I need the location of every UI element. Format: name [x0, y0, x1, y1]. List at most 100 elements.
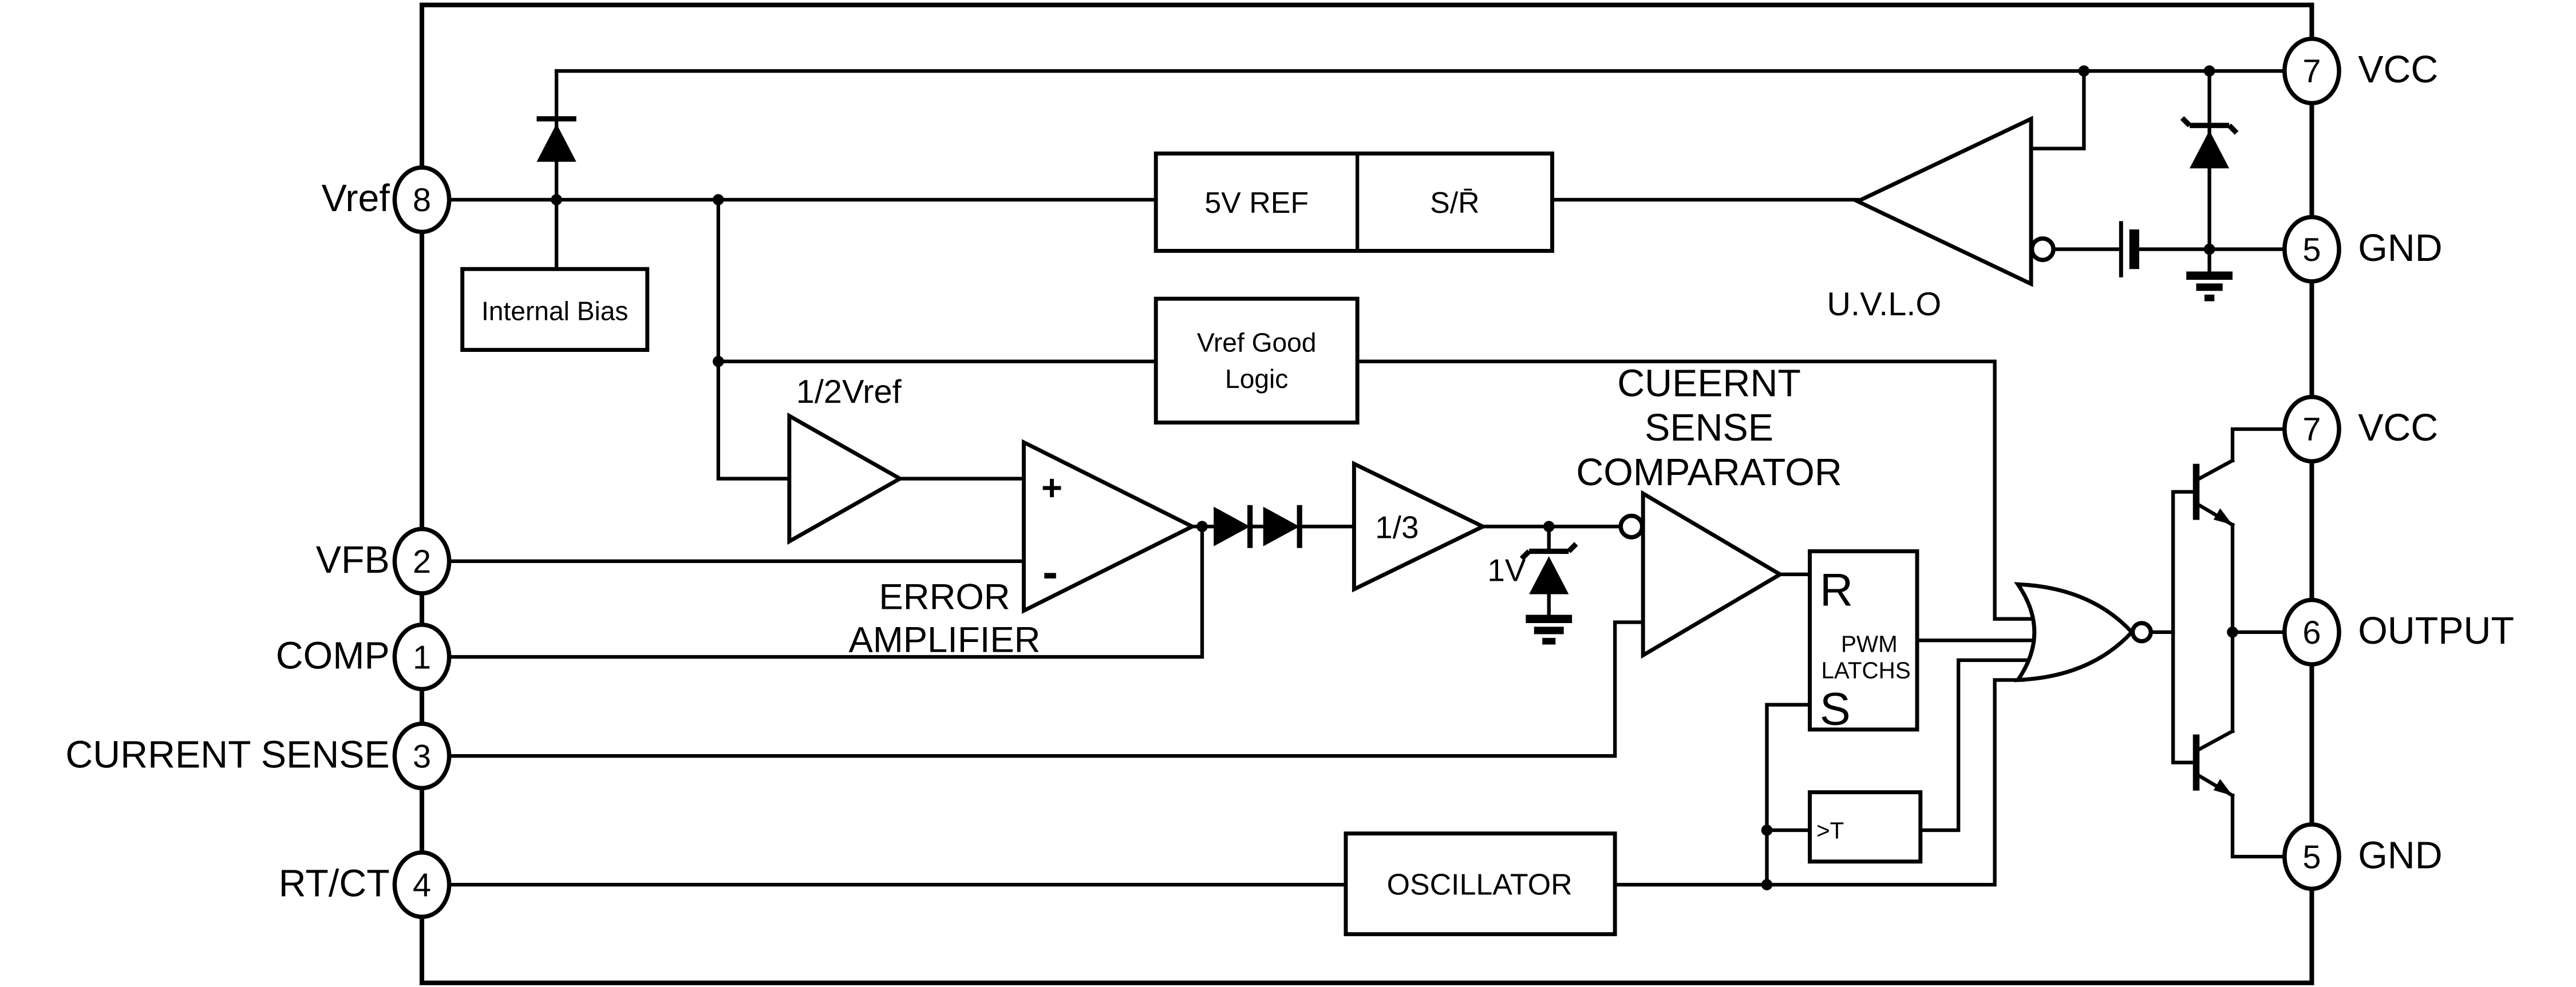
- error-amplifier: + - ERROR AMPLIFIER: [849, 439, 1197, 660]
- pin-circle: [2282, 395, 2341, 463]
- pin-circle: [392, 165, 452, 235]
- pin-1-comp: 1 COMP: [276, 623, 452, 692]
- junction-dot: [1761, 825, 1773, 836]
- half-vref-label: 1/2Vref: [796, 374, 902, 410]
- pin-number: 2: [413, 544, 431, 580]
- block-timing-latch: >T: [1808, 790, 1923, 864]
- zener-diode-icon: [1529, 556, 1569, 594]
- pin-label: OUTPUT: [2358, 610, 2514, 652]
- pwm-latch-r-label: R: [1820, 565, 1853, 616]
- wire-current-sense: [447, 620, 1645, 758]
- wire-output-node: [2230, 523, 2287, 634]
- pin-5-gnd-top: 5 GND: [2282, 215, 2443, 284]
- pin-label: VCC: [2358, 49, 2438, 91]
- uvlo-comparator: U.V.L.O: [1827, 116, 2056, 323]
- pin-number: 4: [413, 867, 431, 903]
- 5v-ref-label: 5V REF: [1204, 187, 1309, 220]
- pin-circle: [392, 623, 452, 692]
- pin-6-output: 6 OUTPUT: [2282, 597, 2514, 667]
- wire-vref-good-output: [1355, 359, 2037, 621]
- chip-outline: [419, 2, 2314, 985]
- wire-lower-emitter-to-gnd: [2230, 794, 2287, 859]
- pin-circle: [2282, 215, 2341, 284]
- junction-dot: [2203, 65, 2215, 77]
- uvlo-triangle-icon: [1853, 116, 2033, 287]
- pin-7-vcc-top: 7 VCC: [2282, 37, 2438, 106]
- pin-circle: [392, 526, 452, 596]
- one-third-label: 1/3: [1375, 509, 1419, 545]
- junction-dot: [2078, 65, 2090, 77]
- nor-gate-bubble-icon: [2130, 621, 2153, 644]
- block-internal-bias: Internal Bias: [460, 267, 650, 352]
- capacitor-uvlo: [2119, 221, 2140, 278]
- diode-icon: [536, 124, 576, 162]
- nor-gate-icon: [2014, 582, 2135, 683]
- pin-number: 5: [2302, 839, 2321, 875]
- wire-uvlo-vcc-sense: [2029, 69, 2086, 150]
- zener-cathode-bar: [2180, 116, 2239, 135]
- diode-vref-to-vcc: [536, 116, 576, 162]
- block-vref-good-logic: Vref Good Logic: [1153, 296, 1360, 425]
- wire-s-input: [1765, 703, 1812, 887]
- timing-box: [1808, 790, 1923, 864]
- vref-good-label-line2: Logic: [1225, 364, 1288, 394]
- zener-voltage-label: 1V: [1487, 552, 1526, 588]
- pin-7-vcc-lower: 7 VCC: [2282, 395, 2438, 463]
- output-transistor-lower: [2192, 728, 2235, 798]
- ground-symbol-zener: [1526, 615, 1573, 645]
- block-pwm-latch: R PWM LATCHS S: [1808, 549, 1919, 735]
- pin-label: COMP: [276, 635, 390, 677]
- wire-vref-to-halfvref-buffer: [716, 197, 792, 481]
- comparator-inverting-bubble-icon: [1618, 513, 1645, 540]
- comparator-label-line1: CUEERNT: [1617, 362, 1801, 405]
- wire-oscillator-output: [1613, 678, 2025, 887]
- pin-4-rtct: 4 RT/CT: [279, 850, 452, 919]
- pin-8-vref: 8 Vref: [322, 165, 452, 235]
- junction-dot: [1543, 521, 1555, 532]
- npn-emitter-arrow-icon: [2213, 779, 2233, 796]
- junction-dots: [551, 65, 2238, 890]
- junction-dot: [713, 355, 724, 367]
- npn-collector-icon: [2194, 458, 2235, 483]
- pin-5-gnd-lower: 5 GND: [2282, 822, 2443, 891]
- sr-latch-label: S/R̄: [1430, 187, 1480, 220]
- internal-bias-box: [460, 267, 650, 352]
- pwm-latch-latchs-label: LATCHS: [1821, 657, 1910, 684]
- pin-circle: [392, 850, 452, 919]
- comparator-label-line2: SENSE: [1645, 407, 1773, 449]
- pin-circle: [2282, 822, 2341, 891]
- vref-good-label-line1: Vref Good: [1197, 327, 1317, 357]
- zener-cathode-bar: [1519, 542, 1578, 561]
- current-sense-comparator: CUEERNT SENSE COMPARATOR: [1576, 362, 1842, 659]
- pin-label: RT/CT: [279, 862, 390, 905]
- junction-dot: [1761, 879, 1773, 890]
- comparator-label-line3: COMPARATOR: [1576, 451, 1842, 494]
- zener-1v: 1V: [1487, 542, 1578, 594]
- minus-input-label: -: [1042, 546, 1058, 598]
- pin-circle: [2282, 597, 2341, 667]
- pin-number: 8: [413, 182, 431, 219]
- output-transistor-upper: [2192, 458, 2235, 528]
- pin-label: VCC: [2358, 407, 2438, 449]
- ground-symbol-right: [2186, 247, 2233, 302]
- diode-icon: [2190, 130, 2230, 169]
- pin-number: 7: [2302, 53, 2321, 90]
- junction-dot: [551, 194, 562, 205]
- pwm-latch-s-label: S: [1820, 683, 1851, 735]
- error-amp-label-line1: ERROR: [879, 577, 1010, 617]
- ref-sr-box: [1153, 151, 1554, 253]
- junction-dot: [2227, 627, 2238, 638]
- wire-t-output: [1918, 658, 2040, 833]
- nor-gate: [2014, 582, 2153, 683]
- oscillator-label: OSCILLATOR: [1387, 868, 1573, 901]
- pin-circle: [2282, 37, 2341, 106]
- uvlo-label: U.V.L.O: [1827, 286, 1941, 323]
- pin-number: 1: [413, 639, 431, 676]
- pwm-latch-box: [1808, 549, 1919, 732]
- npn-collector-icon: [2194, 728, 2235, 754]
- error-amp-label-line2: AMPLIFIER: [849, 620, 1041, 660]
- series-diode-2: [1263, 505, 1302, 548]
- npn-emitter-arrow-icon: [2213, 508, 2233, 525]
- one-third-triangle-icon: [1352, 461, 1488, 593]
